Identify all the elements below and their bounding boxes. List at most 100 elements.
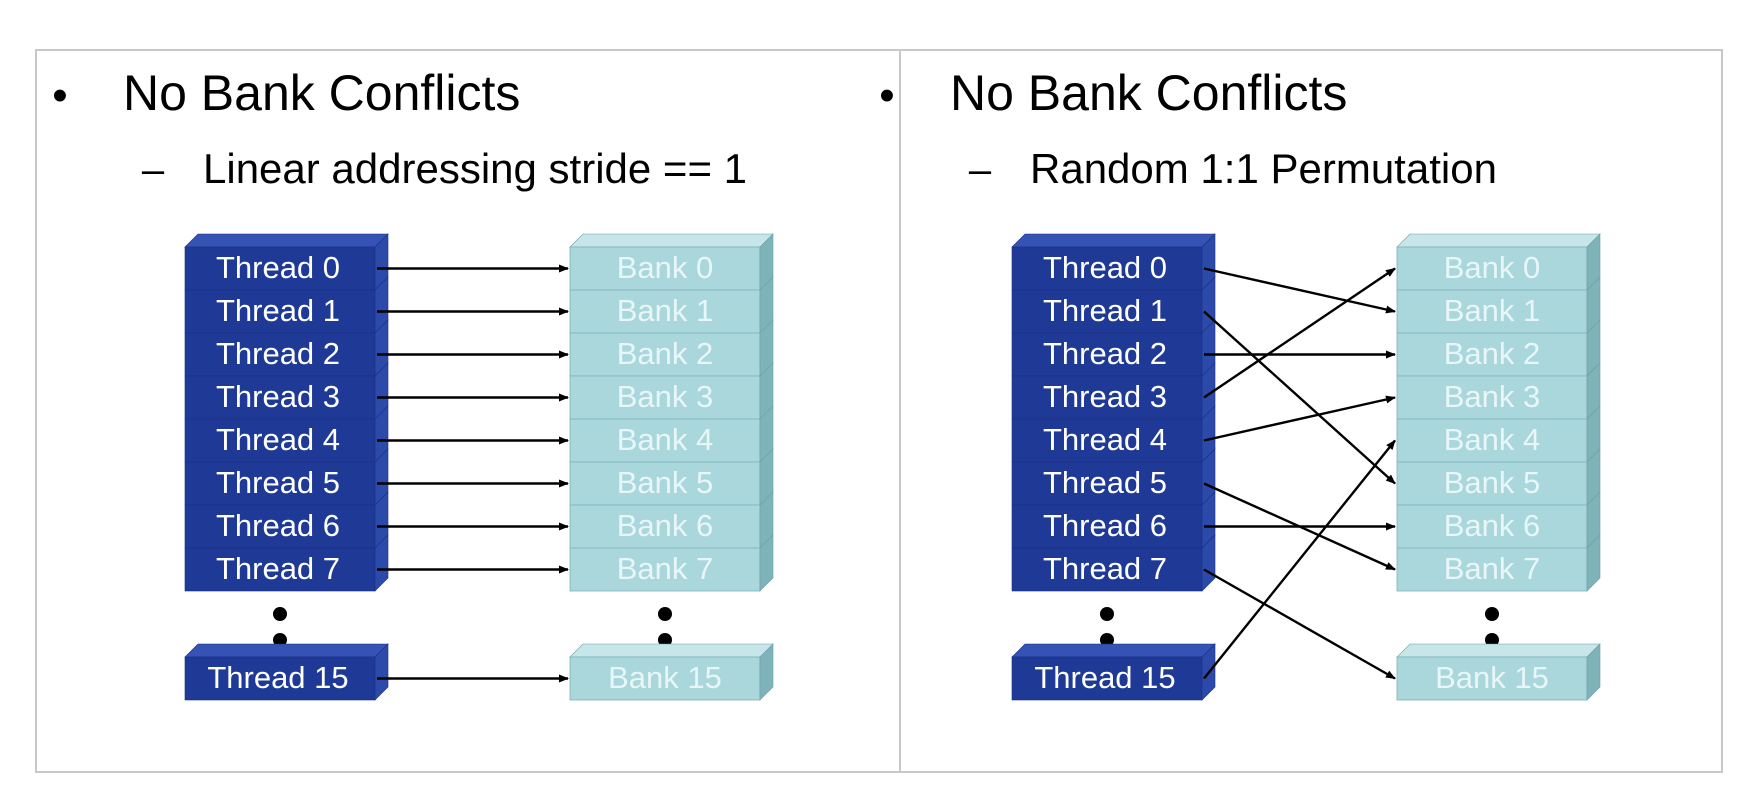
- panel-1: •No Bank Conflicts–Linear addressing str…: [52, 65, 774, 701]
- thread-label: Thread 4: [216, 422, 340, 457]
- bank-label: Bank 6: [1444, 508, 1541, 543]
- bank-block-face: [1396, 418, 1588, 463]
- thread-block: [184, 491, 389, 549]
- bank-label: Bank 3: [1444, 379, 1541, 414]
- bank-label: Bank 3: [617, 379, 714, 414]
- bank-block: [569, 233, 774, 291]
- bank-block: [569, 534, 774, 592]
- bank-block-face: [1396, 332, 1588, 377]
- thread-label: Thread 5: [216, 465, 340, 500]
- arrow: [1203, 439, 1396, 680]
- thread-label: Thread 6: [216, 508, 340, 543]
- thread-block: [1011, 491, 1216, 549]
- thread-label: Thread 7: [1043, 551, 1167, 586]
- bank-label: Bank 2: [617, 336, 714, 371]
- thread-label: Thread 2: [1043, 336, 1167, 371]
- thread-block-face: [184, 547, 376, 592]
- thread-block-face: [1011, 332, 1203, 377]
- thread-block-face: [1011, 246, 1203, 291]
- thread-block-face: [184, 461, 376, 506]
- bank-block-face: [1396, 461, 1588, 506]
- panel-title: No Bank Conflicts: [950, 65, 1347, 121]
- thread-column-top: [184, 233, 389, 248]
- bank-block-face: [569, 246, 761, 291]
- bank-block-face: [1396, 504, 1588, 549]
- thread-block-15-top: [1011, 643, 1216, 658]
- thread-label: Thread 7: [216, 551, 340, 586]
- bank-label: Bank 5: [1444, 465, 1541, 500]
- bank-label: Bank 4: [617, 422, 714, 457]
- thread-block-15-body: [184, 643, 389, 701]
- bank-label: Bank 7: [1444, 551, 1541, 586]
- thread-label: Thread 4: [1043, 422, 1167, 457]
- thread-block-15-body-side: [374, 643, 389, 701]
- thread-block: [184, 405, 389, 463]
- bank-block: [1396, 534, 1601, 592]
- bank-block: [569, 448, 774, 506]
- bank-label: Bank 4: [1444, 422, 1541, 457]
- bank-column-top: [569, 233, 774, 248]
- bank-label: Bank 6: [617, 508, 714, 543]
- arrow: [1203, 568, 1396, 680]
- thread-block: [184, 534, 389, 592]
- bank-block-face: [569, 418, 761, 463]
- thread-label: Thread 0: [1043, 250, 1167, 285]
- ellipsis-dot: [658, 633, 672, 647]
- thread-block-face: [1011, 547, 1203, 592]
- thread-block: [1011, 405, 1216, 463]
- thread-block: [184, 233, 389, 291]
- ellipsis-dot: [1100, 633, 1114, 647]
- bank-block: [569, 405, 774, 463]
- thread-block-face: [184, 504, 376, 549]
- arrow: [1203, 267, 1396, 314]
- bank-block-face: [569, 547, 761, 592]
- bank-block: [1396, 233, 1601, 291]
- thread-block-side: [374, 534, 389, 592]
- bullet-marker: •: [879, 71, 894, 120]
- arrow: [1203, 267, 1396, 399]
- ellipsis-dot: [1485, 633, 1499, 647]
- thread-block: [1011, 276, 1216, 334]
- thread-block: [1011, 362, 1216, 420]
- thread-block-face: [184, 332, 376, 377]
- bank-block: [569, 276, 774, 334]
- thread-column: Thread 0 Thread 1 Thread 2 Thread 3 Thread 4…: [1011, 233, 1216, 592]
- bullet-marker: •: [52, 71, 67, 120]
- bank-block: [1396, 448, 1601, 506]
- thread-label: Thread 3: [1043, 379, 1167, 414]
- bank-block: [1396, 491, 1601, 549]
- thread-block-15: Thread 15: [184, 643, 389, 701]
- bank-block-face: [569, 289, 761, 334]
- bank-block-face: [569, 461, 761, 506]
- bank-block: [1396, 276, 1601, 334]
- bank-block-side: [759, 534, 774, 592]
- bank-block-15-face: [569, 656, 761, 701]
- bank-column-top: [1396, 233, 1601, 248]
- arrows: [1203, 267, 1396, 680]
- bank-block-face: [569, 332, 761, 377]
- dash-marker: –: [969, 148, 992, 192]
- thread-label: Thread 15: [207, 660, 348, 695]
- bank-label: Bank 15: [1435, 660, 1549, 695]
- bank-block-side: [1586, 534, 1601, 592]
- thread-block-15-body: [1011, 643, 1216, 701]
- thread-label: Thread 5: [1043, 465, 1167, 500]
- thread-column-top: [1011, 233, 1216, 248]
- bank-block-face: [1396, 246, 1588, 291]
- bank-block-face: [1396, 289, 1588, 334]
- bank-label: Bank 7: [617, 551, 714, 586]
- arrow: [1203, 395, 1396, 442]
- thread-block-15-body-face: [184, 656, 376, 701]
- thread-block: [1011, 233, 1216, 291]
- ellipsis-dot: [273, 607, 287, 621]
- bank-block: [1396, 362, 1601, 420]
- thread-block-face: [184, 418, 376, 463]
- thread-block: [184, 448, 389, 506]
- bank-block-15: Bank 15: [1396, 643, 1601, 701]
- thread-label: Thread 1: [216, 293, 340, 328]
- thread-block-face: [1011, 504, 1203, 549]
- thread-block-15-top: [184, 643, 389, 658]
- thread-label: Thread 1: [1043, 293, 1167, 328]
